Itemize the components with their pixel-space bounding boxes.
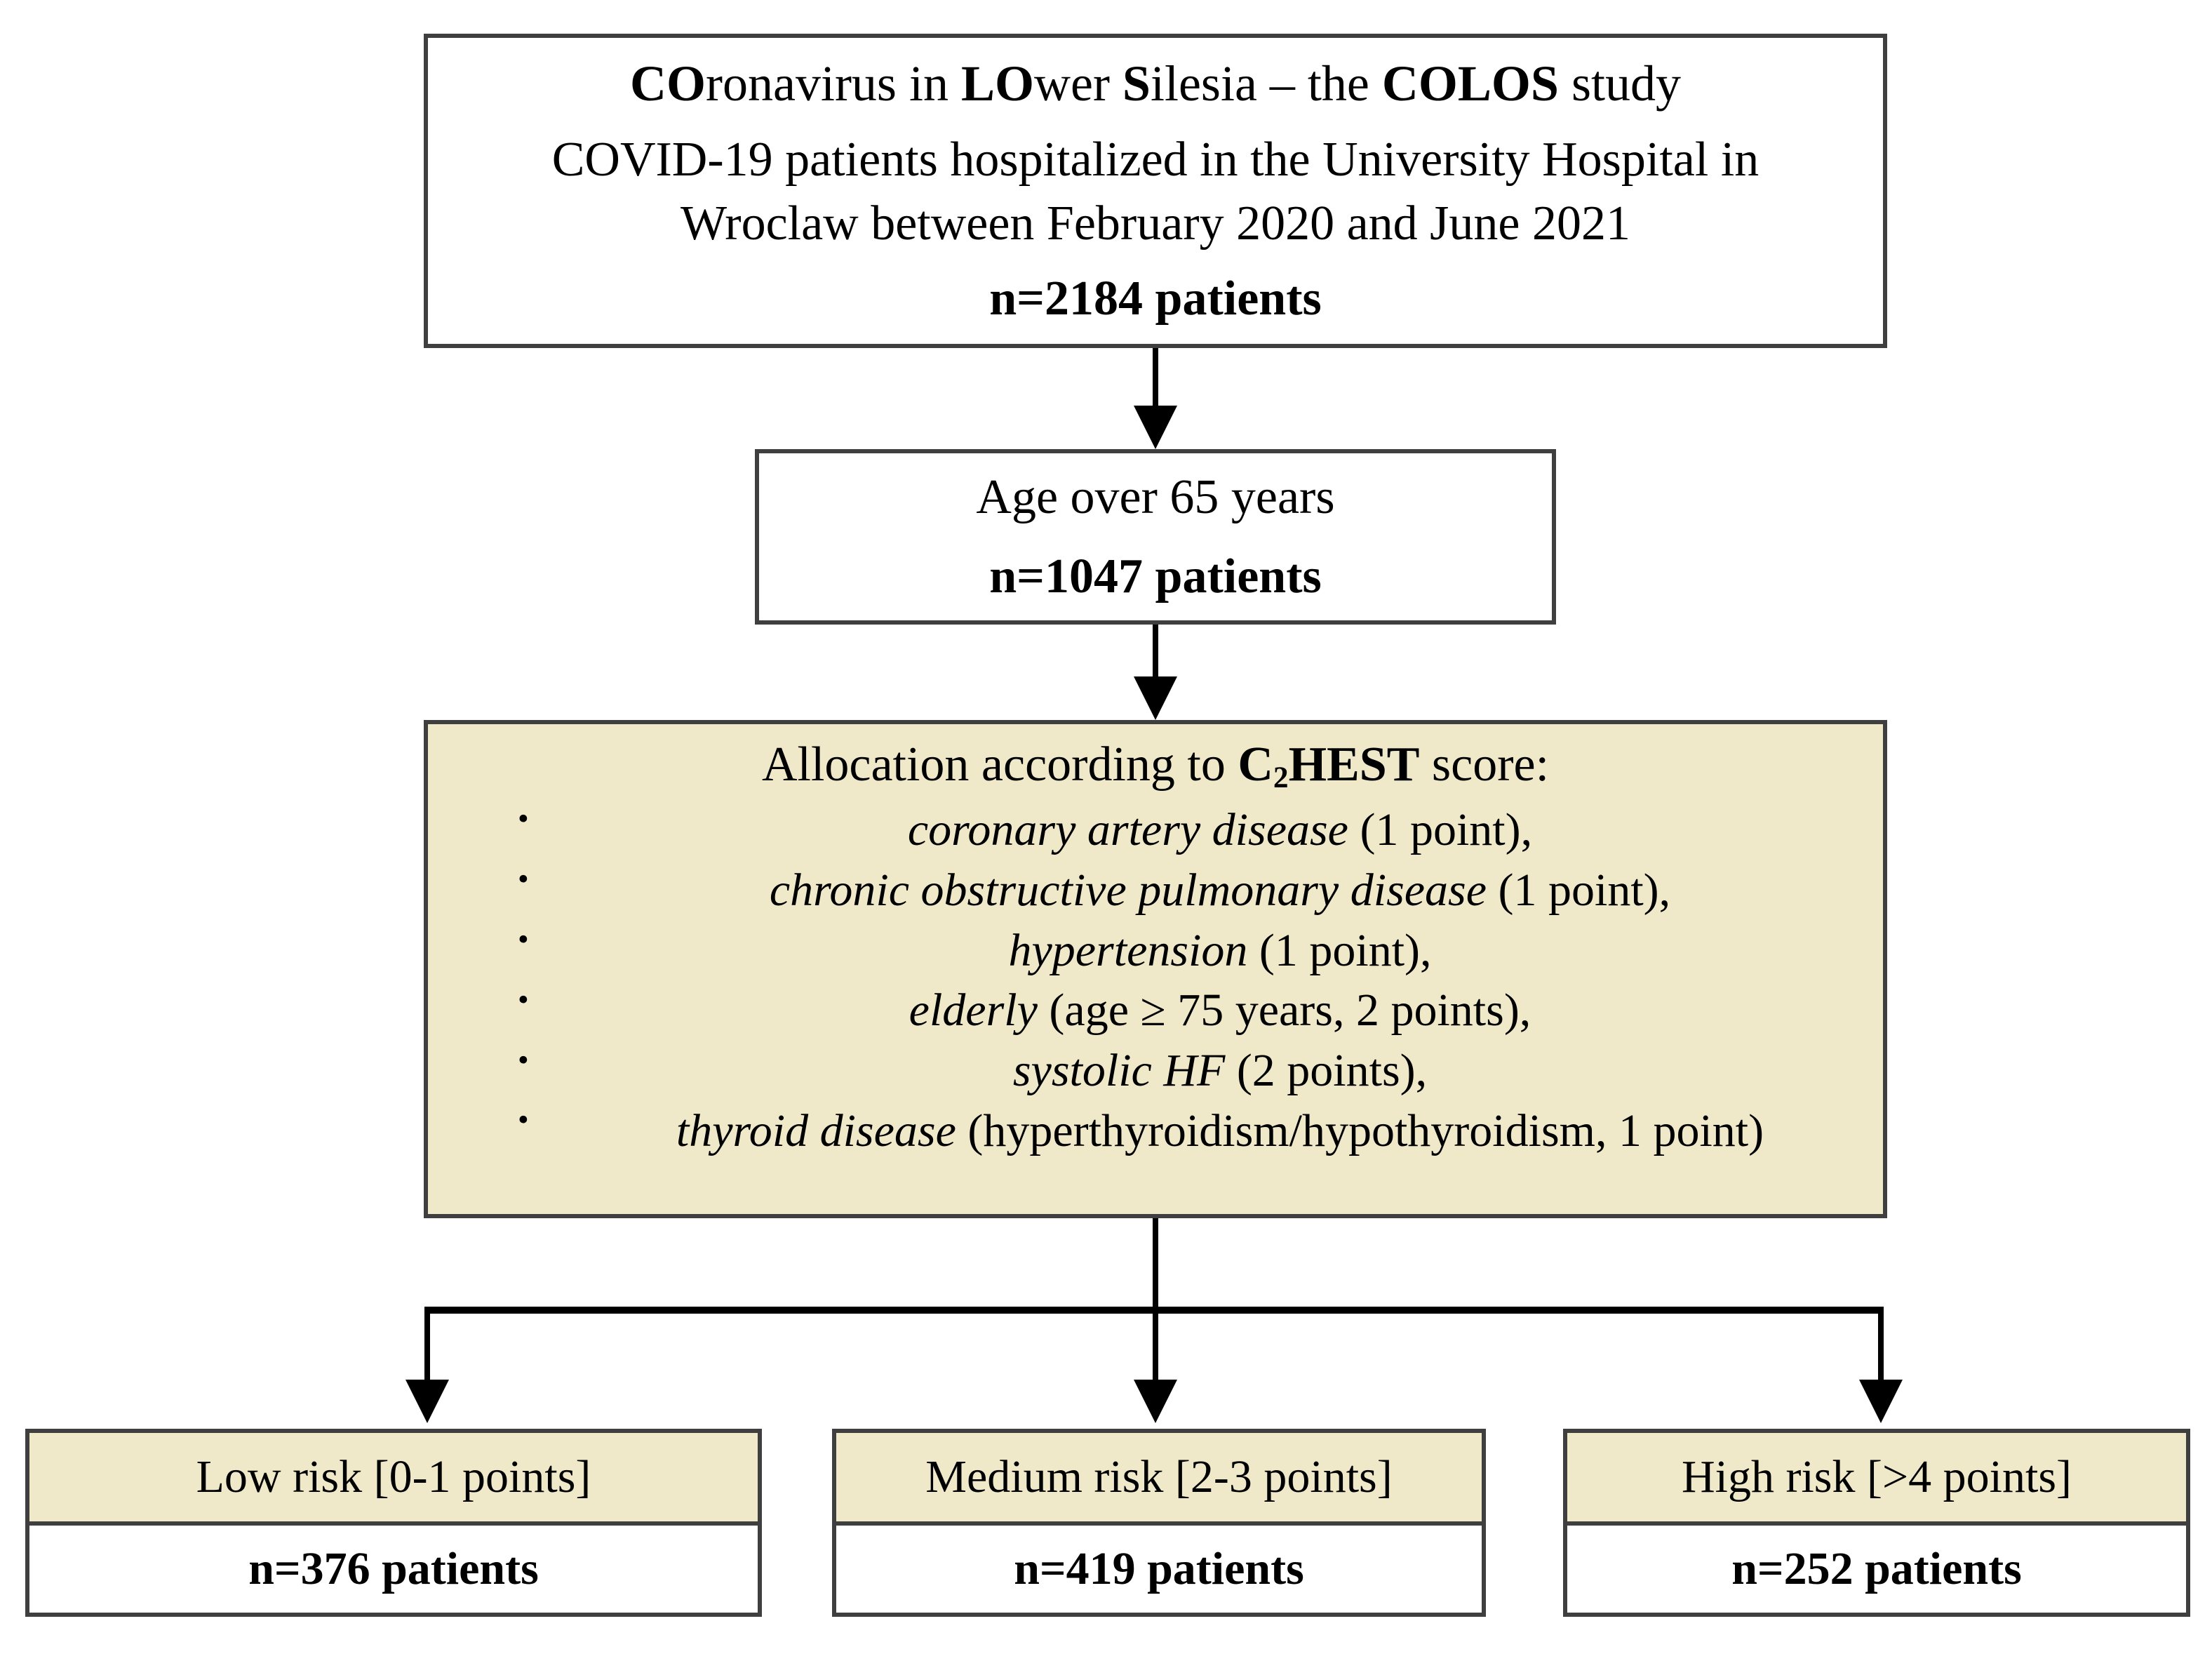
study-title-wer: wer: [1033, 55, 1122, 112]
risk-group-low-box: Low risk [0-1 points] n=376 patients: [25, 1429, 762, 1617]
connector-branch-low-arrowhead: [405, 1380, 449, 1423]
risk-group-low-count: n=376 patients: [248, 1543, 539, 1594]
study-description-line-2: Wroclaw between February 2020 and June 2…: [681, 196, 1630, 251]
study-title-s: S: [1122, 55, 1151, 112]
criteria-item: systolic HF (2 points),: [518, 1039, 1883, 1101]
criteria-points: (1 point),: [1487, 864, 1671, 916]
risk-group-high-count: n=252 patients: [1731, 1543, 2022, 1594]
risk-group-medium-label: Medium risk [2-3 points]: [836, 1433, 1482, 1526]
allocation-title-suffix: score:: [1419, 738, 1550, 792]
criteria-name: chronic obstructive pulmonary disease: [769, 864, 1487, 916]
connector-branch-medium-line: [1153, 1307, 1158, 1384]
criteria-points: (1 point),: [1348, 804, 1533, 855]
study-title-lo: LO: [960, 55, 1034, 112]
age-filter-label: Age over 65 years: [976, 470, 1335, 524]
criteria-name: coronary artery disease: [907, 804, 1348, 855]
criteria-name: elderly: [909, 985, 1038, 1036]
c2hest-hest: HEST: [1288, 738, 1420, 792]
age-filter-box: Age over 65 years n=1047 patients: [755, 449, 1556, 625]
study-title-colos: COLOS: [1381, 55, 1559, 112]
criteria-points: (hyperthyroidism/hypothyroidism, 1 point…: [956, 1105, 1764, 1156]
study-description-line-1: COVID-19 patients hospitalized in the Un…: [551, 133, 1759, 187]
study-title-study: study: [1558, 55, 1681, 112]
connector-age-to-allocation-line: [1153, 625, 1158, 688]
criteria-name: systolic HF: [1012, 1045, 1226, 1097]
connector-study-to-age-line: [1153, 348, 1158, 417]
criteria-points: (1 point),: [1247, 924, 1432, 976]
criteria-item: hypertension (1 point),: [518, 919, 1883, 981]
risk-group-low-label: Low risk [0-1 points]: [29, 1433, 758, 1526]
risk-group-medium-count: n=419 patients: [1014, 1543, 1304, 1594]
age-filter-count: n=1047 patients: [989, 549, 1322, 603]
criteria-item: elderly (age ≥ 75 years, 2 points),: [518, 979, 1883, 1041]
connector-branch-medium-arrowhead: [1134, 1380, 1177, 1423]
criteria-item: thyroid disease (hyperthyroidism/hypothy…: [518, 1099, 1883, 1161]
risk-group-high-label: High risk [>4 points]: [1567, 1433, 2186, 1526]
connector-allocation-stem: [1153, 1218, 1158, 1309]
criteria-points: (age ≥ 75 years, 2 points),: [1037, 985, 1531, 1036]
criteria-item: chronic obstructive pulmonary disease (1…: [518, 858, 1883, 921]
allocation-title-prefix: Allocation according to: [761, 738, 1238, 792]
study-header-box: COronavirus in LOwer Silesia – the COLOS…: [424, 34, 1887, 348]
connector-age-to-allocation-arrowhead: [1134, 676, 1177, 720]
connector-branch-high-arrowhead: [1859, 1380, 1903, 1423]
study-title-ilesia: ilesia – the: [1150, 55, 1382, 112]
connector-branch-low-line: [424, 1307, 430, 1384]
c2hest-score-label: C2HEST: [1238, 738, 1420, 794]
criteria-points: (2 points),: [1225, 1045, 1428, 1097]
criteria-list: coronary artery disease (1 point), chron…: [428, 798, 1883, 1161]
criteria-item: coronary artery disease (1 point),: [518, 798, 1883, 860]
allocation-criteria-box: Allocation according to C2HEST score: co…: [424, 720, 1887, 1218]
c2hest-c: C: [1238, 738, 1273, 792]
allocation-title: Allocation according to C2HEST score:: [428, 737, 1883, 794]
risk-group-high-box: High risk [>4 points] n=252 patients: [1563, 1429, 2190, 1617]
risk-group-medium-box: Medium risk [2-3 points] n=419 patients: [832, 1429, 1486, 1617]
study-patient-count: n=2184 patients: [989, 272, 1322, 326]
study-title: COronavirus in LOwer Silesia – the COLOS…: [630, 51, 1681, 117]
c2hest-subscript: 2: [1273, 760, 1289, 794]
connector-branch-high-line: [1878, 1307, 1884, 1384]
connector-study-to-age-arrowhead: [1134, 406, 1177, 449]
study-title-ronavirus: ronavirus in: [706, 55, 961, 112]
study-title-co: CO: [630, 55, 706, 112]
criteria-name: thyroid disease: [676, 1105, 956, 1156]
criteria-name: hypertension: [1008, 924, 1248, 976]
